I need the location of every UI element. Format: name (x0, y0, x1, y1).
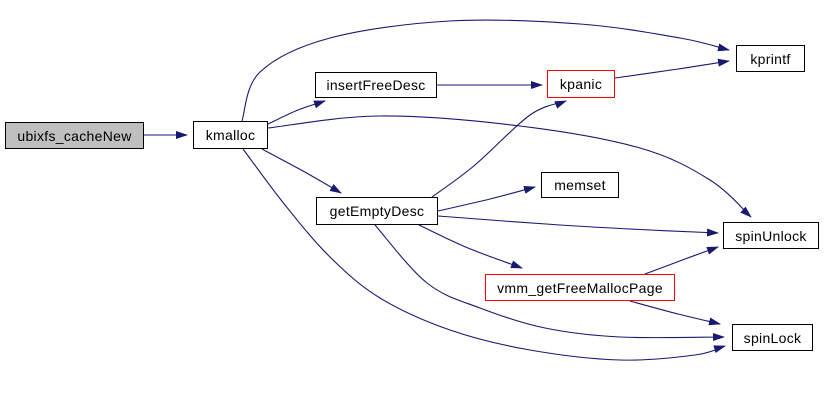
edge-kpanic-to-kprintf (614, 58, 730, 79)
edge-kmalloc-to-insertFreeDesc (267, 100, 326, 125)
edge-getEmptyDesc-to-spinLock (374, 224, 725, 342)
node-getEmptyDesc[interactable]: getEmptyDesc (316, 197, 438, 225)
edge-kmalloc-to-getEmptyDesc (261, 148, 342, 194)
edge-kmalloc-to-spinUnlock (267, 115, 752, 218)
node-label: spinLock (743, 329, 802, 346)
node-label: spinUnlock (735, 227, 807, 244)
edge-getEmptyDesc-to-vmm_getFreeMallocPage (418, 224, 523, 269)
edge-getEmptyDesc-to-memset (437, 185, 536, 212)
node-insertFreeDesc[interactable]: insertFreeDesc (315, 72, 437, 98)
edge-vmm_getFreeMallocPage-to-spinUnlock (644, 246, 719, 275)
node-ubixfs_cacheNew[interactable]: ubixfs_cacheNew (5, 122, 144, 149)
node-spinLock[interactable]: spinLock (732, 324, 813, 351)
node-kpanic[interactable]: kpanic (547, 70, 615, 98)
node-label: kpanic (559, 76, 603, 92)
node-kmalloc[interactable]: kmalloc (193, 121, 268, 149)
edge-getEmptyDesc-to-kpanic (431, 100, 567, 198)
node-label: kmalloc (205, 127, 256, 143)
node-label: getEmptyDesc (329, 203, 425, 219)
node-label: vmm_getFreeMallocPage (497, 279, 663, 296)
node-kprintf[interactable]: kprintf (736, 45, 805, 72)
node-label: insertFreeDesc (326, 77, 426, 93)
node-spinUnlock[interactable]: spinUnlock (723, 222, 819, 249)
node-label: memset (554, 177, 606, 193)
edge-vmm_getFreeMallocPage-to-spinLock (629, 300, 721, 326)
node-label: kprintf (750, 50, 791, 67)
edge-kmalloc-to-spinLock (242, 148, 726, 361)
node-label: ubixfs_cacheNew (17, 127, 132, 144)
node-memset[interactable]: memset (541, 172, 619, 198)
edge-getEmptyDesc-to-spinUnlock (437, 215, 719, 237)
node-vmm_getFreeMallocPage[interactable]: vmm_getFreeMallocPage (485, 274, 675, 301)
edge-kmalloc-to-kprintf (241, 19, 730, 122)
